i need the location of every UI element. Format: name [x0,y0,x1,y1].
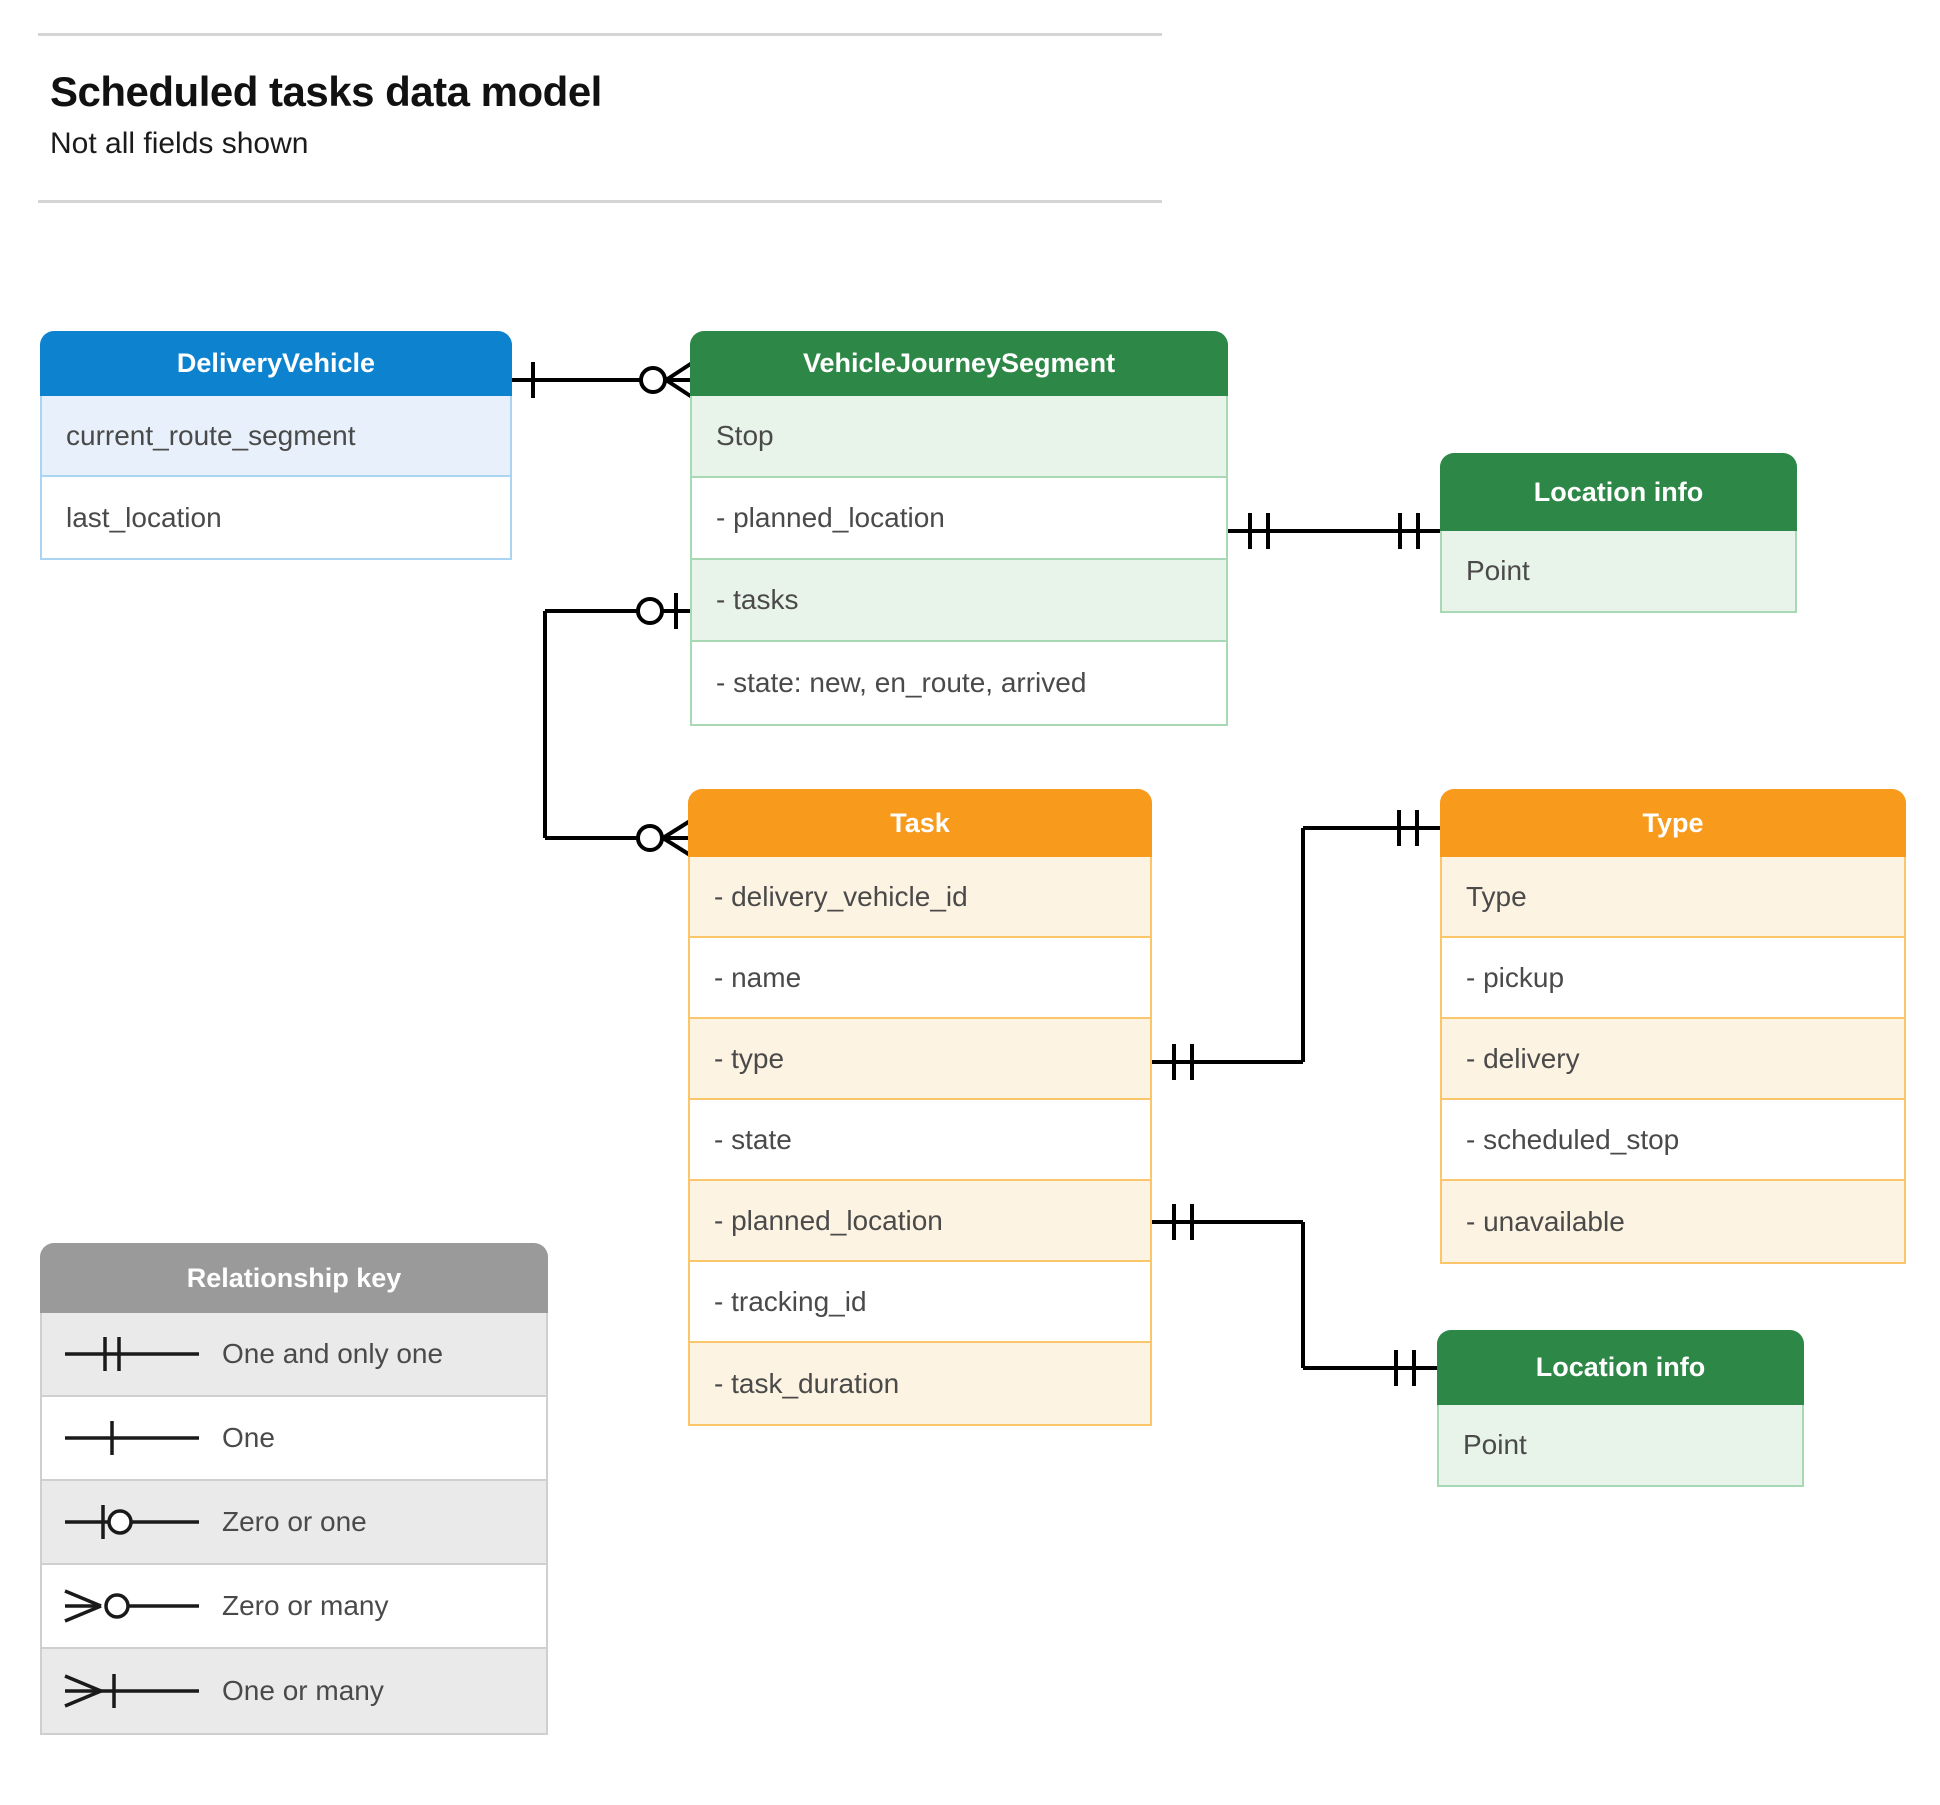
field-point-top[interactable]: Point [1442,531,1795,611]
legend-item-one-or-many: One or many [42,1649,546,1733]
entity-delivery-vehicle-title: DeliveryVehicle [40,331,512,396]
zero-or-one-icon [42,1497,222,1547]
entity-vehicle-journey-segment-title: VehicleJourneySegment [690,331,1228,396]
field-type-scheduled-stop[interactable]: - scheduled_stop [1442,1100,1904,1181]
entity-vehicle-journey-segment[interactable]: VehicleJourneySegment Stop - planned_loc… [690,331,1228,726]
field-type-delivery[interactable]: - delivery [1442,1019,1904,1100]
field-delivery-vehicle-id[interactable]: - delivery_vehicle_id [690,857,1150,938]
header-divider-top [38,33,1162,36]
legend-relationship-key: Relationship key One and only one [40,1243,548,1735]
entity-task-body: - delivery_vehicle_id - name - type - st… [688,857,1152,1426]
legend-label-one: One [222,1422,275,1453]
entity-delivery-vehicle[interactable]: DeliveryVehicle current_route_segment la… [40,331,512,560]
field-type-pickup[interactable]: - pickup [1442,938,1904,1019]
legend-item-one-and-only-one: One and only one [42,1313,546,1397]
field-point-bottom[interactable]: Point [1439,1405,1802,1485]
page-title: Scheduled tasks data model [50,68,602,115]
field-planned-location[interactable]: - planned_location [692,478,1226,560]
field-tasks[interactable]: - tasks [692,560,1226,642]
page-subtitle: Not all fields shown [50,127,309,160]
entity-task[interactable]: Task - delivery_vehicle_id - name - type… [688,789,1152,1426]
entity-location-info-top-body: Point [1440,531,1797,613]
entity-type-title: Type [1440,789,1906,857]
connector-task-type-type [1152,810,1440,1080]
legend-item-zero-or-many: Zero or many [42,1565,546,1649]
field-stop[interactable]: Stop [692,396,1226,478]
field-task-duration[interactable]: - task_duration [690,1343,1150,1424]
field-last-location[interactable]: last_location [42,477,510,558]
entity-delivery-vehicle-body: current_route_segment last_location [40,396,512,560]
field-current-route-segment[interactable]: current_route_segment [42,396,510,477]
legend-label-one-or-many: One or many [222,1675,384,1706]
field-type-label[interactable]: Type [1442,857,1904,938]
legend-label-one-and-only-one: One and only one [222,1338,444,1369]
connector-deliveryvehicle-vehiclejourneysegment [512,361,694,399]
entity-location-info-top[interactable]: Location info Point [1440,453,1797,613]
connector-vjs-tasks-task [543,593,692,857]
entity-vehicle-journey-segment-body: Stop - planned_location - tasks - state:… [690,396,1228,726]
one-icon [42,1413,222,1463]
field-type[interactable]: - type [690,1019,1150,1100]
one-or-many-icon [42,1666,222,1716]
entity-location-info-bottom-body: Point [1437,1405,1804,1487]
field-state[interactable]: - state: new, en_route, arrived [692,642,1226,724]
legend-body: One and only one One [40,1313,548,1735]
legend-item-one: One [42,1397,546,1481]
one-and-only-one-icon [42,1329,222,1379]
connector-task-plannedlocation-locationinfo [1152,1204,1437,1386]
entity-type[interactable]: Type Type - pickup - delivery - schedule… [1440,789,1906,1264]
field-tracking-id[interactable]: - tracking_id [690,1262,1150,1343]
header-divider-bottom [38,200,1162,203]
entity-type-body: Type - pickup - delivery - scheduled_sto… [1440,857,1906,1264]
legend-title: Relationship key [40,1243,548,1313]
field-state-task[interactable]: - state [690,1100,1150,1181]
zero-or-many-icon [42,1581,222,1631]
field-type-unavailable[interactable]: - unavailable [1442,1181,1904,1262]
entity-location-info-bottom[interactable]: Location info Point [1437,1330,1804,1487]
legend-label-zero-or-one: Zero or one [222,1506,367,1537]
entity-location-info-top-title: Location info [1440,453,1797,531]
field-planned-location-task[interactable]: - planned_location [690,1181,1150,1262]
field-name[interactable]: - name [690,938,1150,1019]
legend-label-zero-or-many: Zero or many [222,1590,389,1621]
entity-location-info-bottom-title: Location info [1437,1330,1804,1405]
legend-item-zero-or-one: Zero or one [42,1481,546,1565]
connector-vjs-plannedlocation-locationinfo [1228,513,1440,549]
entity-task-title: Task [688,789,1152,857]
